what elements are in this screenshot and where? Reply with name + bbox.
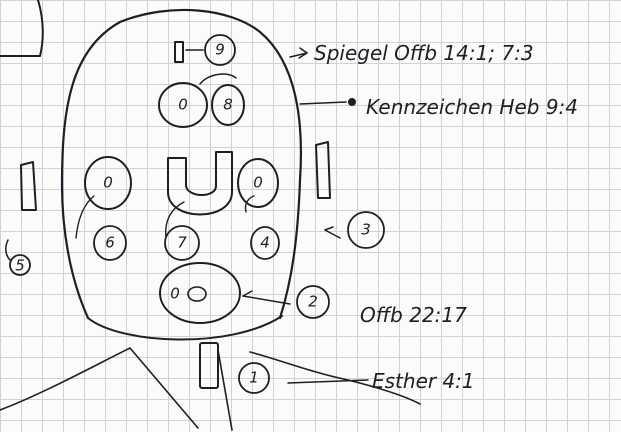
neck-mark — [199, 342, 219, 389]
label-8: 8 — [223, 96, 233, 114]
annotation-spiegel: Spiegel Offb 14:1; 7:3 — [314, 41, 534, 65]
circle-3 — [347, 211, 385, 249]
u-shape — [167, 151, 233, 216]
label-zero-top: 0 — [178, 96, 188, 114]
right-bar — [315, 141, 331, 199]
circle-8 — [211, 84, 245, 126]
chin-line — [87, 315, 283, 341]
circle-5 — [9, 254, 31, 276]
label-9: 9 — [215, 41, 225, 59]
circle-zero-left — [84, 156, 132, 210]
label-zero-left: 0 — [103, 174, 113, 192]
right-shoulder — [249, 351, 421, 405]
circle-6 — [93, 225, 127, 261]
label-2: 2 — [308, 293, 318, 311]
circle-4 — [250, 226, 280, 260]
mouth-oval — [159, 262, 241, 324]
label-5: 5 — [15, 257, 25, 275]
label-7: 7 — [177, 234, 187, 252]
left-collar — [0, 347, 199, 429]
label-3: 3 — [361, 221, 371, 239]
label-1: 1 — [249, 369, 259, 387]
head-outline — [60, 8, 303, 320]
annotation-kennzeichen: Kennzeichen Heb 9:4 — [366, 95, 578, 119]
corner-fragment — [0, 0, 44, 57]
label-zero-right: 0 — [253, 174, 263, 192]
annotation-esther: Esther 4:1 — [372, 369, 475, 393]
circle-zero-right — [237, 158, 279, 208]
circle-2 — [296, 285, 330, 319]
circle-7 — [164, 225, 200, 261]
collar-line — [217, 349, 233, 431]
circle-zero-top — [158, 82, 208, 128]
left-bar — [20, 161, 37, 211]
label-zero-mouth: 0 — [170, 285, 180, 303]
forehead-mark — [174, 41, 184, 63]
label-6: 6 — [105, 234, 115, 252]
circle-9 — [204, 34, 236, 66]
label-4: 4 — [260, 234, 270, 252]
annotation-offb: Offb 22:17 — [360, 303, 467, 327]
circle-1 — [238, 362, 270, 394]
